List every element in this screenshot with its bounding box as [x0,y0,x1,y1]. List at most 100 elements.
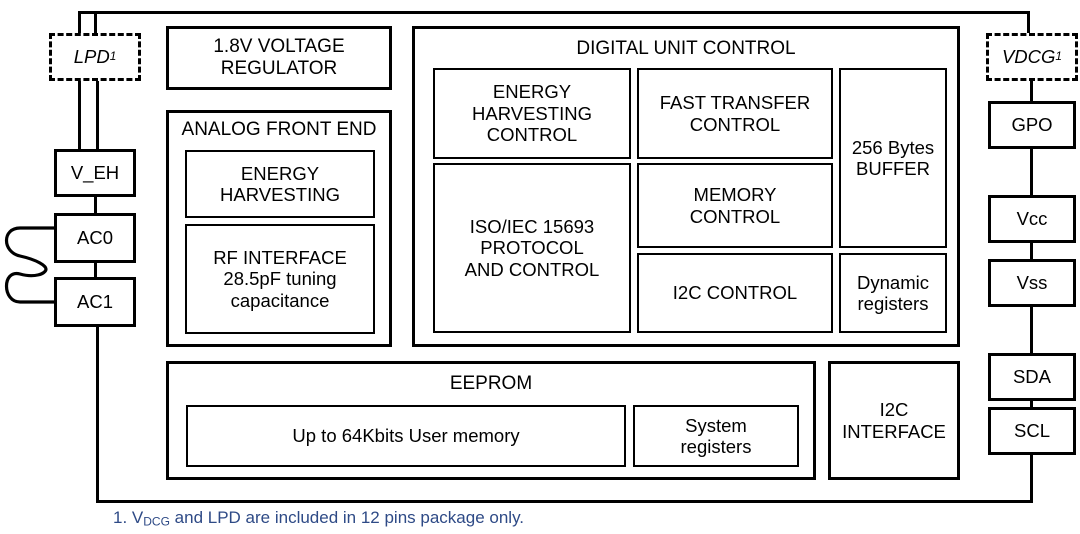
ehc-line2: HARVESTING [472,102,592,124]
pin-vss-label: Vss [1016,272,1048,294]
dr-line1: Dynamic [857,271,929,293]
frame-left-upper-line [78,11,81,151]
footnote: 1. VDCG and LPD are included in 12 pins … [113,508,524,529]
pin-ac0[interactable]: AC0 [54,213,136,263]
energy-harvesting-line1: ENERGY [240,162,320,184]
block-energy-harvesting-control[interactable]: ENERGY HARVESTING CONTROL [433,68,631,159]
iso-protocol-text: ISO/IEC 15693 PROTOCOL AND CONTROL [465,216,600,280]
block-dynamic-registers[interactable]: Dynamic registers [839,253,947,333]
pin-ac1-label: AC1 [77,291,113,313]
block-energy-harvesting[interactable]: ENERGY HARVESTING [185,150,375,218]
i2c-interface-line2: INTERFACE [842,420,946,442]
rf-interface-text: RF INTERFACE 28.5pF tuning capacitance [213,247,347,311]
iso-line2: PROTOCOL [480,237,584,259]
frame-top-line [78,11,1030,14]
pin-v-eh-label: V_EH [70,162,120,184]
vss-to-sda-line [1030,305,1033,355]
dr-line2: registers [857,293,929,314]
pin-ac0-label: AC0 [77,227,113,249]
energy-harvesting-text: ENERGY HARVESTING [220,163,340,206]
energy-harvesting-control-text: ENERGY HARVESTING CONTROL [472,81,592,145]
footnote-number: 1. [113,508,128,527]
dynamic-registers-text: Dynamic registers [857,272,929,315]
iso-line1: ISO/IEC 15693 [469,215,595,237]
mc-line1: MEMORY [693,184,777,206]
analog-front-end-title: ANALOG FRONT END [181,119,377,140]
frame-right-upper-line [1027,11,1030,35]
veh-to-ac0-line [94,195,97,215]
i2c-interface-line1: I2C [879,399,909,421]
block-memory-control[interactable]: MEMORY CONTROL [637,163,833,248]
block-i2c-interface[interactable]: I2C INTERFACE [828,361,960,480]
vdcg-to-gpo-line [1030,79,1033,103]
user-memory-line1: Up to 64Kbits User memory [292,425,520,447]
pin-vcc[interactable]: Vcc [988,195,1076,243]
i2c-control-text: I2C CONTROL [673,282,797,303]
block-fast-transfer-control[interactable]: FAST TRANSFER CONTROL [637,68,833,159]
buffer-text: 256 Bytes BUFFER [852,137,934,180]
gpo-to-vcc-line [1030,147,1033,197]
pin-gpo[interactable]: GPO [988,101,1076,149]
footnote-part2: and LPD are included in 12 pins package … [169,508,525,527]
block-user-memory[interactable]: Up to 64Kbits User memory [186,405,626,467]
digital-unit-control-title: DIGITAL UNIT CONTROL [576,38,796,59]
ftc-line2: CONTROL [689,113,781,135]
system-registers-text: System registers [681,415,752,458]
block-i2c-control[interactable]: I2C CONTROL [637,253,833,333]
ftc-line1: FAST TRANSFER [659,92,811,114]
system-registers-line2: registers [680,436,752,457]
rf-interface-line1: RF INTERFACE [213,246,347,268]
antenna-coil-icon [0,216,70,314]
block-system-registers[interactable]: System registers [633,405,799,467]
frame-left-lower-line [96,326,99,503]
i2cc-line1: I2C CONTROL [672,282,798,304]
memory-control-text: MEMORY CONTROL [690,184,780,227]
block-eeprom[interactable]: EEPROM Up to 64Kbits User memory System … [166,361,816,480]
pin-vss[interactable]: Vss [988,259,1076,307]
eeprom-title: EEPROM [449,373,533,394]
pin-ac1[interactable]: AC1 [54,277,136,327]
pin-sda[interactable]: SDA [988,353,1076,401]
block-voltage-regulator[interactable]: 1.8V VOLTAGE REGULATOR [166,26,392,90]
ac0-to-ac1-line [94,261,97,279]
block-buffer[interactable]: 256 Bytes BUFFER [839,68,947,248]
voltage-regulator-line1: 1.8V VOLTAGE [213,35,345,57]
vcc-to-vss-line [1030,241,1033,261]
buffer-line1: 256 Bytes [851,136,935,158]
footnote-subscript: DCG [143,514,170,529]
user-memory-text: Up to 64Kbits User memory [292,425,519,446]
buffer-line2: BUFFER [856,158,930,179]
pin-lpd-footnote-marker: 1 [109,49,117,64]
block-digital-unit-control[interactable]: DIGITAL UNIT CONTROL ENERGY HARVESTING C… [412,26,960,347]
frame-bottom-line [96,500,1033,503]
pin-v-eh[interactable]: V_EH [54,149,136,197]
lpd-stub-line [94,11,97,35]
pin-scl[interactable]: SCL [988,407,1076,455]
i2c-interface-text: I2C INTERFACE [842,399,946,442]
pin-lpd-label: LPD [73,46,110,68]
system-registers-line1: System [685,414,747,436]
voltage-regulator-text: 1.8V VOLTAGE REGULATOR [213,36,344,80]
voltage-regulator-line2: REGULATOR [220,58,338,79]
pin-vcc-label: Vcc [1016,208,1048,230]
ehc-line3: CONTROL [486,124,578,146]
ehc-line1: ENERGY [492,81,572,103]
sda-to-scl-line [1030,399,1033,409]
pin-gpo-label: GPO [1011,114,1053,136]
mc-line2: CONTROL [689,205,781,227]
lpd-to-veh-line [96,79,99,151]
iso-line3: AND CONTROL [464,258,600,280]
pin-vdcg-label: VDCG [1001,46,1056,68]
energy-harvesting-line2: HARVESTING [220,184,340,205]
block-rf-interface[interactable]: RF INTERFACE 28.5pF tuning capacitance [185,224,375,334]
block-iso-protocol[interactable]: ISO/IEC 15693 PROTOCOL AND CONTROL [433,163,631,333]
pin-scl-label: SCL [1014,420,1050,442]
rf-interface-line2: 28.5pF tuning [223,268,337,290]
fast-transfer-control-text: FAST TRANSFER CONTROL [660,92,810,135]
block-analog-front-end[interactable]: ANALOG FRONT END ENERGY HARVESTING RF IN… [166,110,392,347]
rf-interface-line3: capacitance [230,289,330,311]
footnote-part1: V [131,508,144,527]
